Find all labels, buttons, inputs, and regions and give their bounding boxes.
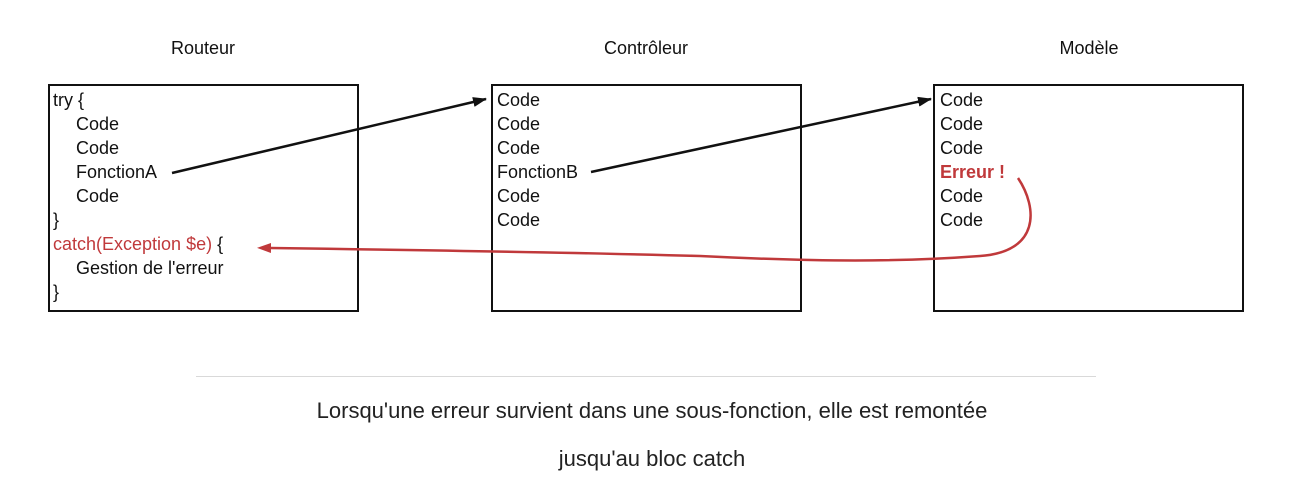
model-line-error: Erreur ! <box>940 162 1006 182</box>
controller-line-code-2: Code <box>497 114 541 134</box>
caption-line-1: Lorsqu'une erreur survient dans une sous… <box>316 398 988 423</box>
catch-statement: catch(Exception $e) <box>53 234 213 254</box>
caption-line-2: jusqu'au bloc catch <box>558 446 746 471</box>
model-line-code-4: Code <box>940 186 984 206</box>
model-line-code-1: Code <box>940 90 984 110</box>
controller-title: Contrôleur <box>603 38 689 58</box>
model-line-code-2: Code <box>940 114 984 134</box>
controller-box <box>491 84 802 312</box>
router-line-close-brace: } <box>53 210 60 230</box>
router-line-catch: catch(Exception $e) { <box>53 232 223 256</box>
router-line-code-1: Code <box>76 114 120 134</box>
model-title: Modèle <box>1059 38 1119 58</box>
error-return-arrow <box>257 177 1032 262</box>
controller-line-fonctionb: FonctionB <box>497 162 579 182</box>
router-line-code-3: Code <box>76 186 120 206</box>
router-line-code-2: Code <box>76 138 120 158</box>
router-line-try: try { <box>53 90 85 110</box>
controller-line-code-3: Code <box>497 138 541 158</box>
controller-line-code-5: Code <box>497 210 541 230</box>
controller-line-code-1: Code <box>497 90 541 110</box>
router-line-final-brace: } <box>53 282 60 302</box>
call-arrow-fonctionb <box>590 96 932 174</box>
caption-divider <box>196 376 1096 377</box>
router-line-fonctiona: FonctionA <box>76 162 158 182</box>
model-box <box>933 84 1244 312</box>
router-title: Routeur <box>170 38 236 58</box>
catch-open-brace: { <box>212 234 224 254</box>
router-line-gestion: Gestion de l'erreur <box>76 258 224 278</box>
controller-line-code-4: Code <box>497 186 541 206</box>
model-line-code-5: Code <box>940 210 984 230</box>
model-line-code-3: Code <box>940 138 984 158</box>
router-box <box>48 84 359 312</box>
call-arrow-fonctiona <box>171 97 487 175</box>
